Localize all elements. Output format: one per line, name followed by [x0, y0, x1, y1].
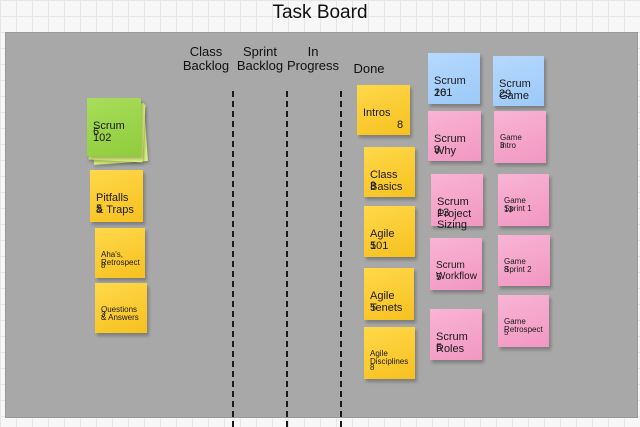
note-number: 3 [500, 141, 505, 150]
sticky-note-agile-101[interactable]: Agile 101 5 [364, 206, 415, 257]
column-divider [232, 91, 234, 427]
sticky-note-agile-disciplines[interactable]: Agile Disciplines 8 [364, 327, 415, 379]
note-title: Scrum Game [499, 78, 531, 102]
note-number: 6 [93, 126, 100, 138]
column-header-done: Done [353, 61, 385, 76]
note-title: Scrum Roles [436, 331, 468, 355]
note-number: 5 [436, 342, 443, 354]
sticky-note-scrum-why[interactable]: Scrum Why 3 [428, 111, 481, 161]
sticky-note-game-intro[interactable]: Game Intro 3 [494, 111, 546, 163]
note-number: 5 [370, 302, 377, 314]
note-title: Pitfalls & Traps [96, 192, 134, 216]
note-number: 8 [101, 261, 106, 270]
sticky-note-scrum-102[interactable]: Scrum 102 6 [87, 98, 141, 156]
note-title: Class Basics [370, 169, 403, 193]
sticky-note-questions-answers[interactable]: Questions & Answers 3 [95, 283, 147, 333]
note-number: 5 [96, 203, 103, 215]
note-title: Game Sprint 1 [504, 196, 532, 214]
sticky-note-class-basics[interactable]: Class Basics 3 [364, 147, 415, 197]
note-number: 3 [101, 310, 106, 319]
note-title: Intros [363, 107, 391, 119]
note-title: Scrum Why [434, 133, 466, 157]
note-title: Questions & Answers [101, 305, 139, 323]
board-title: Task Board [272, 2, 368, 23]
column-divider [286, 91, 288, 427]
note-number: 8 [504, 265, 509, 274]
note-number: 5 [436, 272, 442, 283]
note-title: Agile Tenets [370, 290, 403, 314]
sticky-note-intros[interactable]: Intros 8 [357, 85, 410, 135]
sticky-note-game-sprint-2[interactable]: Game Sprint 2 8 [498, 235, 550, 286]
sticky-note-pitfalls-traps[interactable]: Pitfalls & Traps 5 [90, 170, 143, 222]
sticky-note-game-retrospect[interactable]: Game Retrospect 5 [498, 295, 549, 347]
sticky-note-game-sprint-1[interactable]: Game Sprint 1 13 [498, 174, 549, 226]
note-title: Game Retrospect [504, 317, 543, 335]
note-title: Agile 101 [370, 228, 395, 252]
sticky-note-ahas-retrospect[interactable]: Aha's, Retrospect 8 [95, 228, 145, 278]
note-number: 3 [434, 144, 441, 156]
note-title: Game Intro [500, 133, 522, 151]
note-title: Scrum Workflow [436, 260, 477, 282]
note-title: Game Sprint 2 [504, 257, 532, 275]
note-number: 5 [370, 240, 377, 252]
sticky-note-agile-tenets[interactable]: Agile Tenets 5 [364, 268, 414, 320]
sticky-note-scrum-101[interactable]: Scrum 101 26 [428, 53, 480, 104]
note-number: 13 [504, 205, 513, 214]
note-number: 13 [437, 207, 450, 219]
column-header-sprint-backlog: Sprint Backlog [236, 44, 284, 73]
sticky-note-scrum-workflow[interactable]: Scrum Workflow 5 [430, 238, 482, 290]
sticky-note-scrum-game[interactable]: Scrum Game 29 [493, 56, 544, 106]
column-header-in-progress: In Progress [286, 44, 340, 73]
note-title: Aha's, Retrospect [101, 250, 140, 268]
note-title: Agile Disciplines [370, 349, 409, 367]
column-divider [340, 91, 342, 427]
note-number: 8 [370, 363, 375, 372]
note-number: 3 [370, 180, 377, 192]
note-number: 8 [397, 119, 404, 131]
note-title: Scrum 101 [434, 75, 466, 99]
sticky-note-scrum-project-sizing[interactable]: Scrum Project Sizing 13 [431, 174, 483, 231]
note-number: 29 [499, 88, 512, 100]
column-header-class-backlog: Class Backlog [182, 44, 230, 73]
note-number: 5 [504, 328, 509, 337]
note-title: Scrum Project Sizing [437, 196, 472, 232]
sticky-note-scrum-roles[interactable]: Scrum Roles 5 [430, 309, 482, 360]
note-title: Scrum 102 [93, 120, 125, 144]
note-number: 26 [434, 87, 447, 99]
task-board: Class Backlog Sprint Backlog In Progress… [5, 32, 638, 427]
